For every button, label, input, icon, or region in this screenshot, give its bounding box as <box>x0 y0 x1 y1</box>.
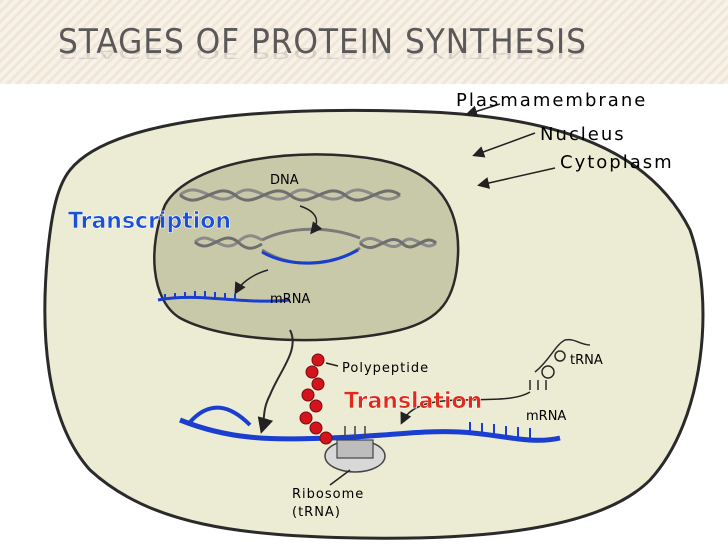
protein-synthesis-diagram: Plasmamembrane Nucleus Cytoplasm DNA Tra… <box>43 90 705 540</box>
label-trna: tRNA <box>570 353 603 368</box>
arrow-dna-to-transcription <box>299 205 323 235</box>
arrow-polypeptide <box>325 362 339 367</box>
dna-helix-upper <box>179 188 401 202</box>
label-transcription: Transcription <box>68 209 231 234</box>
slide-title: STAGES OF PROTEIN SYNTHESIS <box>58 22 587 62</box>
label-mrna-nucleus: mRNA <box>270 292 310 307</box>
mrna-nucleus-strand <box>157 291 291 303</box>
arrow-plasma-membrane <box>465 103 501 118</box>
label-plasma-membrane: Plasmamembrane <box>456 90 647 111</box>
label-cytoplasm: Cytoplasm <box>560 152 674 173</box>
mrna-cytoplasm-strand <box>179 405 561 443</box>
label-translation: Translation <box>344 389 482 414</box>
arrow-trna-to-ribosome <box>400 391 531 425</box>
label-polypeptide: Polypeptide <box>342 361 429 376</box>
nucleus <box>153 153 460 342</box>
slide-title-bar: STAGES OF PROTEIN SYNTHESIS STAGES OF PR… <box>0 0 728 84</box>
arrow-transcript-to-mrna <box>234 269 269 295</box>
arrow-ribosome <box>329 469 351 486</box>
label-mrna-cytoplasm: mRNA <box>526 409 566 424</box>
label-dna: DNA <box>270 173 299 188</box>
arrow-cytoplasm <box>477 167 556 189</box>
mrna-transcript <box>261 248 359 265</box>
trna-molecule <box>529 338 591 390</box>
slide-title-reflection: STAGES OF PROTEIN SYNTHESIS <box>58 44 587 62</box>
label-ribosome-sub: (tRNA) <box>292 505 341 520</box>
mrna-export-path <box>257 329 294 434</box>
arrow-nucleus <box>472 132 536 158</box>
label-ribosome: Ribosome <box>292 487 364 502</box>
label-nucleus: Nucleus <box>540 124 626 145</box>
ribosome <box>324 426 386 473</box>
polypeptide-chain <box>299 353 333 445</box>
